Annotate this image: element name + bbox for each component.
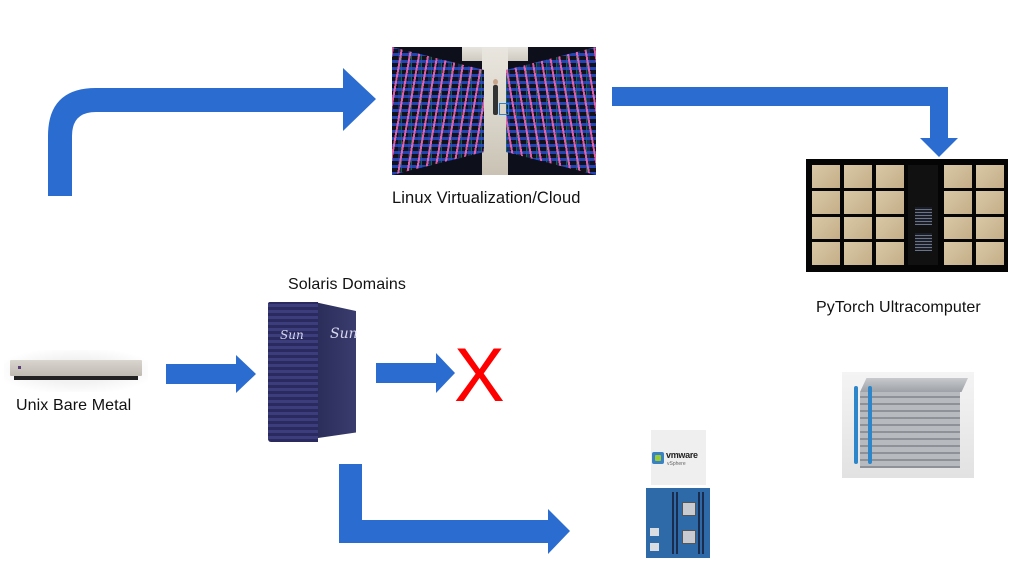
server-base <box>14 376 138 380</box>
server-front-panel <box>268 302 318 442</box>
rack-column <box>876 165 904 265</box>
technician-figure <box>493 79 498 115</box>
server-blades <box>860 392 960 468</box>
coolant-pipe <box>868 386 872 464</box>
vsphere-icon <box>652 452 664 464</box>
dimm-slot <box>702 492 704 554</box>
sun-logo: Sun <box>280 328 304 342</box>
server-unit <box>915 233 932 251</box>
sun-logo-side: Sun <box>330 326 358 342</box>
coolant-pipe <box>854 386 858 464</box>
liquid-cooled-server-image <box>842 372 974 478</box>
rack-column <box>844 165 872 265</box>
vsphere-product: vSphere <box>667 461 686 467</box>
arrow-solaris-to-vmware <box>339 464 570 554</box>
arrow-curved-to-linux-cloud <box>48 68 376 196</box>
motherboard-image <box>646 488 710 558</box>
chipset <box>650 543 659 551</box>
rack-column <box>976 165 1004 265</box>
server-unit <box>915 207 932 225</box>
chipset <box>650 528 659 536</box>
label-unix-bare-metal: Unix Bare Metal <box>16 397 132 414</box>
cpu-socket <box>682 502 696 516</box>
label-linux-cloud: Linux Virtualization/Cloud <box>392 189 581 207</box>
sun-server-tower-image: Sun Sun <box>266 300 358 444</box>
label-solaris-domains: Solaris Domains <box>288 276 406 293</box>
vmware-brand: vmware <box>666 450 698 460</box>
left-server-rows <box>392 47 484 175</box>
server-side-panel <box>318 302 356 438</box>
datacenter-aisle-image <box>392 47 596 175</box>
rack-center-column <box>908 165 938 265</box>
ai-rack-image <box>806 159 1008 272</box>
arrow-solaris-to-x <box>376 353 455 393</box>
vmware-vsphere-logo: vmware vSphere <box>651 430 706 485</box>
cpu-socket <box>682 530 696 544</box>
arrow-linux-to-pytorch <box>612 87 958 157</box>
rack-column <box>812 165 840 265</box>
pizza-box-server-image <box>4 350 148 392</box>
rack-column <box>944 165 972 265</box>
dimm-slot <box>676 492 678 554</box>
dimm-slot <box>698 492 700 554</box>
dead-end-x-mark: X <box>454 333 505 418</box>
server-top-cover <box>860 378 968 392</box>
server-chassis <box>10 360 142 376</box>
right-server-rows <box>506 47 596 175</box>
label-pytorch-ultracomputer: PyTorch Ultracomputer <box>816 299 981 316</box>
power-led <box>18 366 21 369</box>
cart <box>499 103 509 115</box>
dimm-slot <box>672 492 674 554</box>
arrow-unix-to-solaris <box>166 355 256 393</box>
